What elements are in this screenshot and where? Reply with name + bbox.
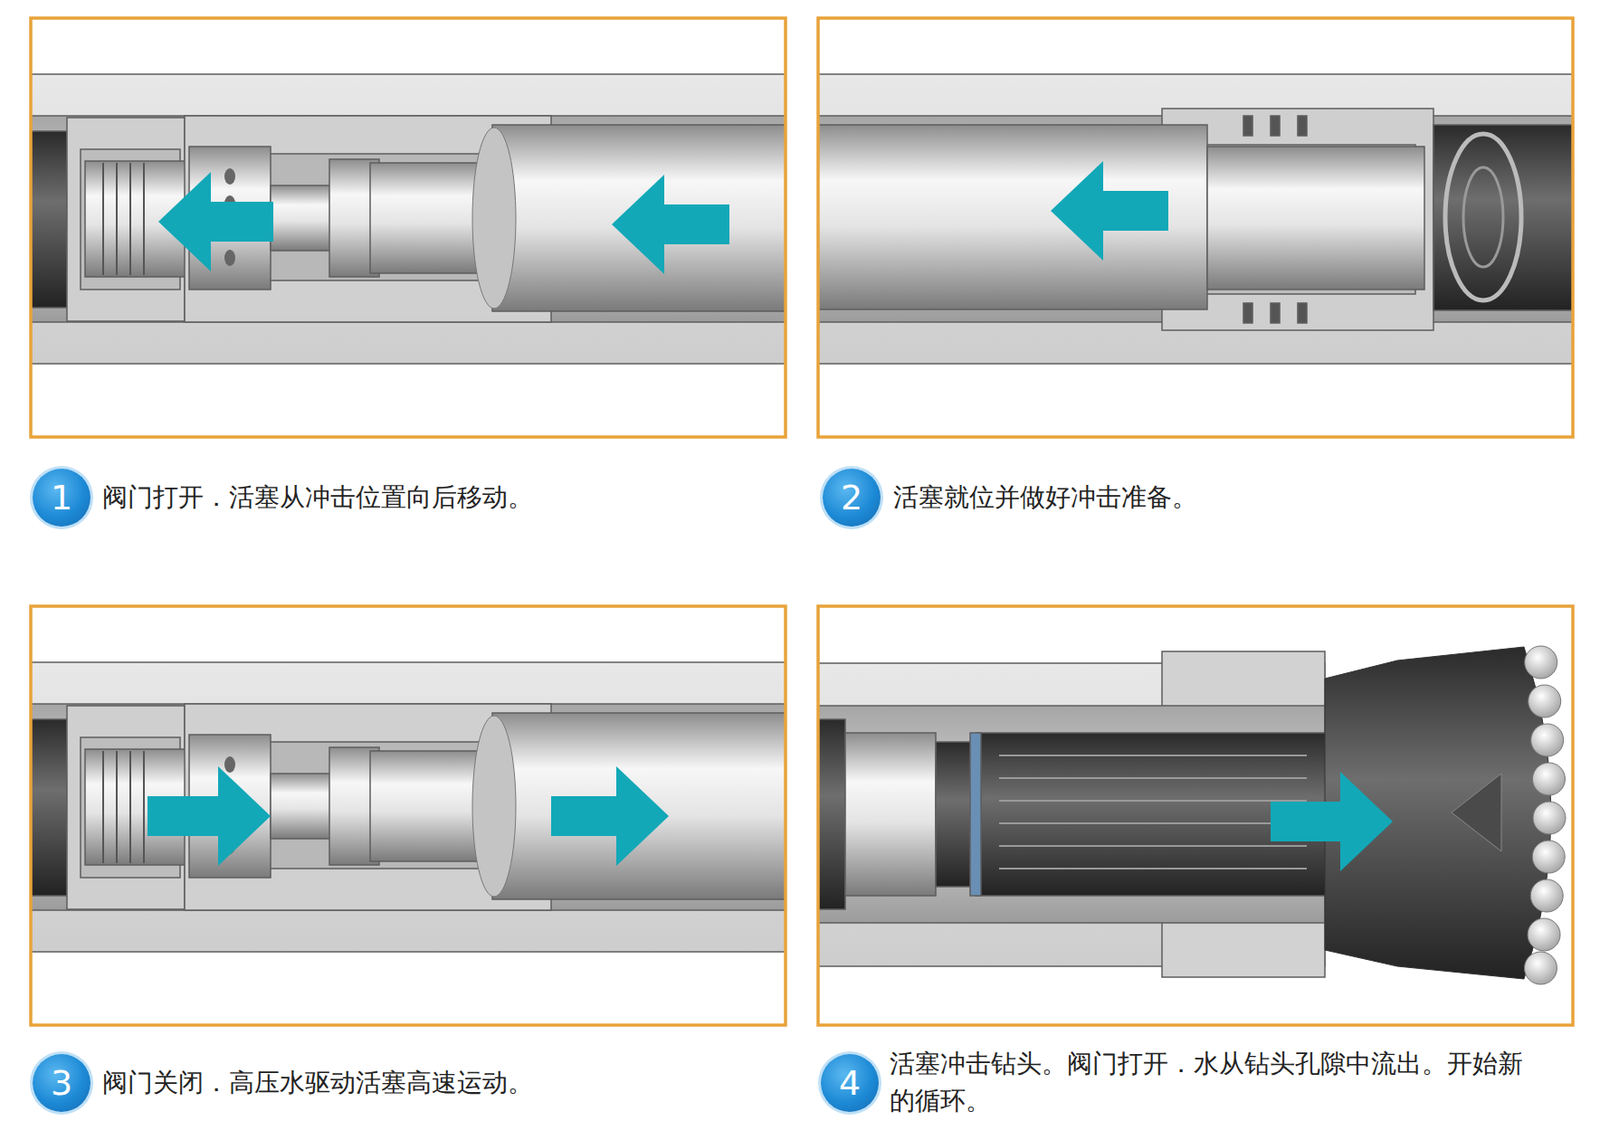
carbide-button: [1533, 801, 1566, 835]
step-caption: 活塞冲击钻头。阀门打开．水从钻头孔隙中流出。开始新的循环。: [889, 1046, 1524, 1120]
piston: [818, 124, 1208, 310]
bit-cone: [1451, 773, 1502, 852]
flow-arrow: [611, 174, 730, 275]
carbide-button: [1523, 952, 1557, 985]
step-caption: 阀门关闭．高压水驱动活塞高速运动。: [102, 1065, 736, 1103]
carbide-button: [1531, 723, 1564, 757]
valve-chamber: [1433, 124, 1573, 311]
housing-bore: [30, 704, 786, 911]
flow-arrow: [1270, 771, 1393, 872]
spline-groove: [999, 867, 1307, 870]
spline-groove: [999, 754, 1307, 757]
flow-arrow: [158, 171, 274, 272]
spline-groove: [999, 822, 1307, 825]
panel: [818, 606, 1573, 1026]
valve-ring: [142, 751, 145, 864]
valve-chamber: [30, 131, 67, 308]
panel-ground: [818, 606, 1573, 1026]
step-number: 2: [840, 480, 863, 515]
piston-neck: [1207, 146, 1425, 290]
flow-arrow: [551, 766, 669, 867]
collar-hole: [224, 756, 236, 773]
carbide-button: [1527, 918, 1561, 952]
housing-bore: [818, 115, 1573, 323]
step-number-circle: 3: [32, 1054, 91, 1113]
step-caption: 活塞就位并做好冲击准备。: [893, 479, 1527, 517]
panel-art: [30, 74, 786, 364]
valve-ring: [115, 751, 118, 864]
valve-ring: [102, 751, 105, 864]
panel-ground: [818, 18, 1573, 438]
panel: [30, 18, 786, 438]
panel-art: [818, 646, 1566, 985]
port-slot: [1243, 115, 1253, 136]
flow-arrow: [1050, 161, 1169, 261]
spline-groove: [999, 845, 1307, 848]
collar-hole: [224, 249, 236, 267]
valve-ring: [142, 162, 145, 276]
housing-bore: [30, 115, 786, 323]
piston: [845, 733, 936, 896]
spline-groove: [999, 777, 1307, 780]
panel-frame: [818, 18, 1573, 438]
collar-hole: [224, 168, 236, 185]
tool-housing: [30, 662, 786, 953]
valve-ring: [115, 162, 118, 276]
carbide-button: [1532, 762, 1565, 796]
step-caption: 阀门打开．活塞从冲击位置向后移动。: [102, 479, 736, 517]
panel-art: [30, 662, 786, 953]
step-number: 4: [838, 1066, 861, 1101]
piston-face: [472, 715, 516, 897]
panel-ground: [30, 18, 786, 438]
panel-frame: [30, 18, 786, 438]
valve-chamber: [818, 719, 846, 910]
piston: [492, 713, 786, 900]
carbide-button: [1532, 840, 1565, 874]
step-number: 3: [50, 1066, 73, 1101]
panel-art: [818, 74, 1573, 364]
carbide-button: [1528, 685, 1562, 718]
tool-housing: [818, 74, 1573, 364]
piston-face: [472, 127, 516, 309]
step-number-circle: 1: [32, 468, 91, 527]
flow-arrow: [147, 766, 271, 867]
valve-ring: [1463, 167, 1504, 267]
port-slot: [1270, 115, 1280, 136]
step-number: 1: [50, 480, 73, 515]
panel-ground: [30, 606, 786, 1026]
port-slot: [1297, 115, 1307, 136]
valve-ring: [129, 162, 132, 276]
spline-groove: [999, 800, 1307, 802]
port-slot: [1297, 303, 1307, 324]
panel-frame: [818, 606, 1573, 1026]
panel: [30, 606, 786, 1026]
seal-ring: [970, 733, 981, 896]
valve-ring: [1445, 133, 1522, 301]
valve-chamber: [30, 719, 67, 896]
port-slot: [1270, 303, 1280, 324]
valve-ring: [129, 751, 132, 864]
panel-frame: [30, 606, 786, 1026]
valve-ring: [102, 162, 105, 276]
carbide-button: [1530, 879, 1563, 913]
piston: [492, 124, 786, 312]
tool-housing: [30, 74, 786, 364]
step-number-circle: 2: [822, 468, 881, 527]
carbide-button: [1524, 646, 1558, 679]
panel: [818, 18, 1573, 438]
port-slot: [1243, 303, 1253, 324]
step-number-circle: 4: [820, 1054, 879, 1113]
